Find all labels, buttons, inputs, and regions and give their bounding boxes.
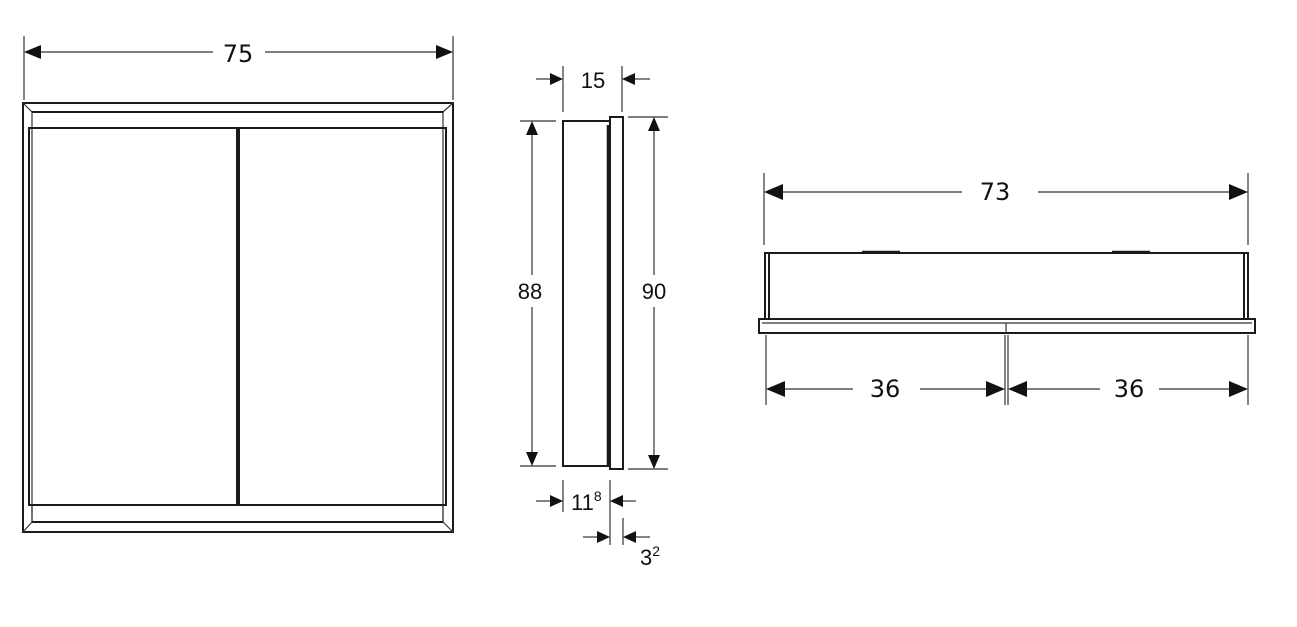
arrow-right-icon: [550, 73, 563, 85]
left-door-36-label: 36: [870, 375, 901, 403]
arrow-right-icon: [597, 531, 610, 543]
arrow-up-icon: [648, 117, 660, 131]
top-view: 73 36 36: [758, 173, 1256, 405]
width-75-label: 75: [223, 40, 254, 68]
arrow-left-icon: [622, 73, 635, 85]
arrow-right-icon: [436, 45, 453, 59]
arrow-left-icon: [24, 45, 41, 59]
arrow-right-icon: [986, 381, 1005, 397]
door-panel: [609, 116, 624, 470]
right-door: [238, 127, 447, 506]
front-view: 75: [22, 36, 454, 533]
arrow-down-icon: [648, 455, 660, 469]
arrow-left-icon: [764, 184, 783, 200]
cabinet-frame: [22, 102, 454, 533]
height-88-label: 88: [518, 279, 542, 304]
arrow-left-icon: [623, 531, 636, 543]
arrow-left-icon: [1008, 381, 1027, 397]
right-door-36-label: 36: [1114, 375, 1145, 403]
arrow-right-icon: [1229, 184, 1248, 200]
width-73-label: 73: [980, 178, 1011, 206]
left-door: [28, 127, 238, 506]
side-wall-right: [1243, 252, 1249, 320]
depth-11-8-label: 118: [571, 488, 602, 515]
arrow-up-icon: [526, 121, 538, 135]
cabinet-body: [562, 120, 611, 467]
arrow-down-icon: [526, 452, 538, 466]
arrow-right-icon: [1229, 381, 1248, 397]
depth-15-label: 15: [581, 68, 605, 93]
arrow-right-icon: [550, 495, 563, 507]
depth-3-2-label: 32: [640, 543, 660, 570]
door-strip: [758, 318, 1256, 334]
arrow-left-icon: [766, 381, 785, 397]
height-90-label: 90: [642, 279, 666, 304]
side-wall-left: [764, 252, 770, 320]
arrow-left-icon: [610, 495, 623, 507]
side-view: 15 88 90 118: [518, 66, 668, 570]
